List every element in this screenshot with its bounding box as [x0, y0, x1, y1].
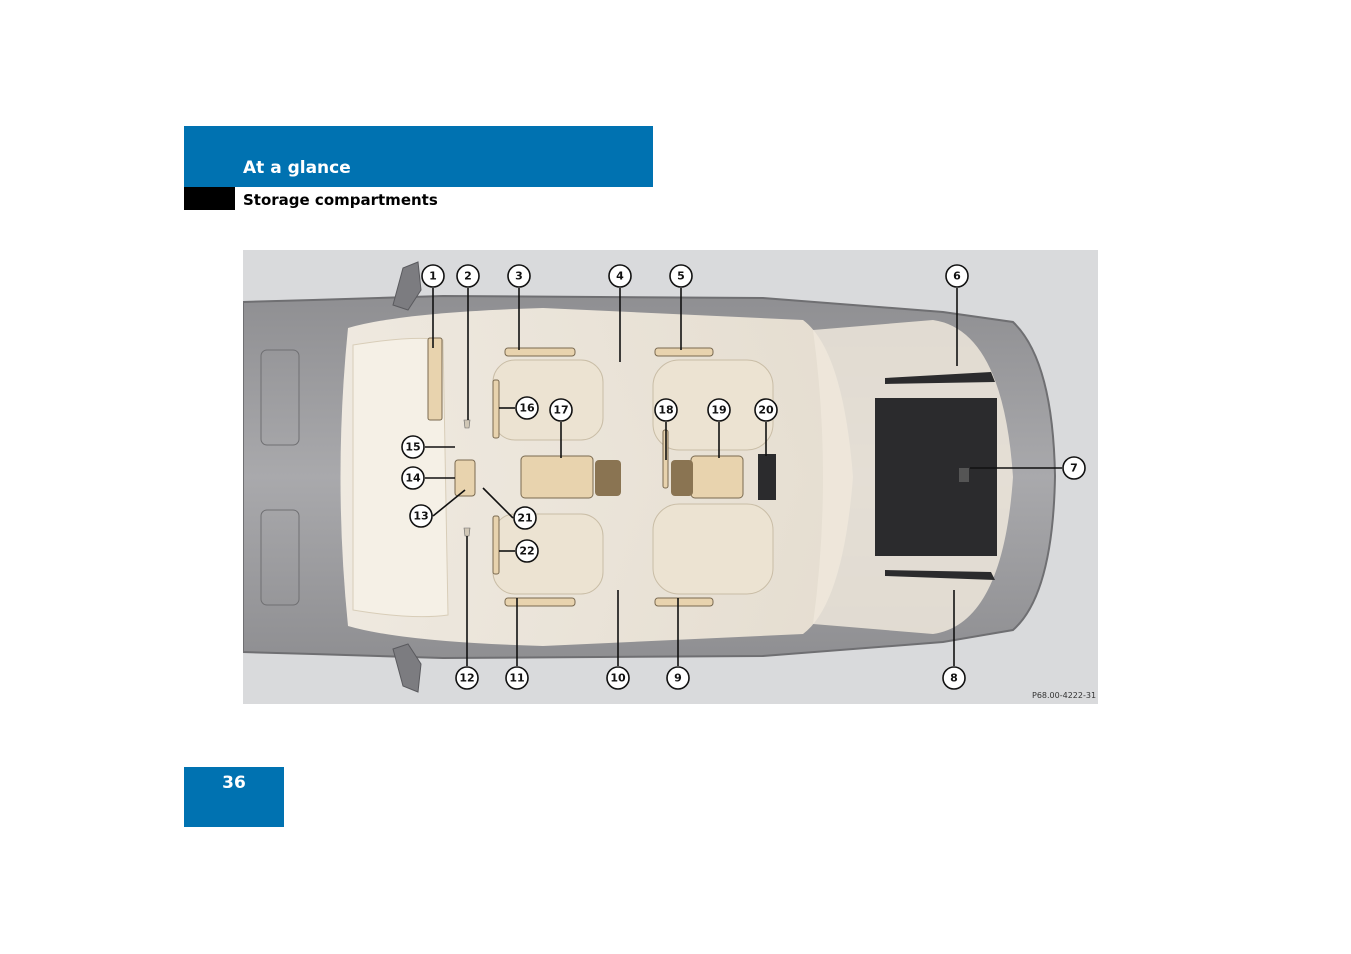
seat-pocket-right	[492, 515, 500, 575]
cargo-side-compartment-left	[885, 372, 995, 384]
svg-text:16: 16	[519, 402, 535, 415]
svg-text:13: 13	[413, 510, 428, 523]
svg-text:11: 11	[509, 672, 524, 685]
callout-17: 17	[549, 398, 573, 422]
callout-4: 4	[608, 264, 632, 288]
svg-text:15: 15	[405, 441, 420, 454]
front-door-pocket-right	[504, 597, 576, 607]
car-top-view: 1 2 3 4 5 6 7 8 9 10 11 12 13 14 15 16 1…	[243, 261, 1096, 700]
center-armrest-front	[520, 455, 594, 499]
svg-text:2: 2	[464, 270, 472, 283]
callouts: 1 2 3 4 5 6 7 8 9 10 11 12 13 14 15 16 1…	[401, 264, 1086, 690]
figure-code: P68.00-4222-31	[1032, 691, 1096, 700]
callout-5: 5	[669, 264, 693, 288]
section-tab-marker	[184, 187, 235, 210]
svg-text:1: 1	[429, 270, 437, 283]
svg-text:17: 17	[553, 404, 568, 417]
rear-door-pocket-right	[654, 597, 714, 607]
svg-text:20: 20	[758, 404, 774, 417]
callout-22: 22	[515, 539, 539, 563]
glove-compartment	[427, 337, 443, 421]
section-title: At a glance	[243, 158, 351, 178]
callout-2: 2	[456, 264, 480, 288]
svg-text:14: 14	[405, 472, 421, 485]
rear-console-compartment	[758, 454, 776, 500]
cargo-floor-compartment	[875, 398, 997, 556]
svg-text:4: 4	[616, 270, 624, 283]
svg-text:21: 21	[517, 512, 532, 525]
callout-1: 1	[421, 264, 445, 288]
svg-text:10: 10	[610, 672, 626, 685]
callout-13: 13	[409, 504, 433, 528]
callout-6: 6	[945, 264, 969, 288]
page-number: 36	[222, 773, 246, 793]
subsection-title: Storage compartments	[243, 191, 438, 209]
rear-compartments	[758, 372, 997, 580]
svg-text:9: 9	[674, 672, 682, 685]
callout-8: 8	[942, 666, 966, 690]
svg-text:3: 3	[515, 270, 523, 283]
callout-15: 15	[401, 435, 425, 459]
svg-text:12: 12	[459, 672, 474, 685]
callout-20: 20	[754, 398, 778, 422]
svg-text:22: 22	[519, 545, 534, 558]
cargo-side-compartment-right	[885, 570, 995, 580]
callout-12: 12	[455, 666, 479, 690]
callout-14: 14	[401, 466, 425, 490]
svg-text:5: 5	[677, 270, 685, 283]
car-storage-illustration: 1 2 3 4 5 6 7 8 9 10 11 12 13 14 15 16 1…	[243, 250, 1098, 704]
callout-18: 18	[654, 398, 678, 422]
page-number-box: 36	[184, 767, 284, 827]
callout-3: 3	[507, 264, 531, 288]
seat-pocket-left	[492, 379, 500, 439]
callout-7: 7	[1062, 456, 1086, 480]
svg-text:7: 7	[1070, 462, 1078, 475]
header-bar	[184, 126, 653, 187]
callout-16: 16	[515, 396, 539, 420]
svg-text:18: 18	[658, 404, 673, 417]
svg-text:19: 19	[711, 404, 726, 417]
callout-10: 10	[606, 666, 630, 690]
rear-door-pocket-left	[654, 347, 714, 357]
center-armrest-rear	[690, 455, 744, 499]
callout-11: 11	[505, 666, 529, 690]
callout-19: 19	[707, 398, 731, 422]
svg-text:6: 6	[953, 270, 961, 283]
callout-9: 9	[666, 666, 690, 690]
svg-text:8: 8	[950, 672, 958, 685]
storage-compartments	[427, 337, 744, 607]
callout-21: 21	[513, 506, 537, 530]
front-door-pocket-left	[504, 347, 576, 357]
